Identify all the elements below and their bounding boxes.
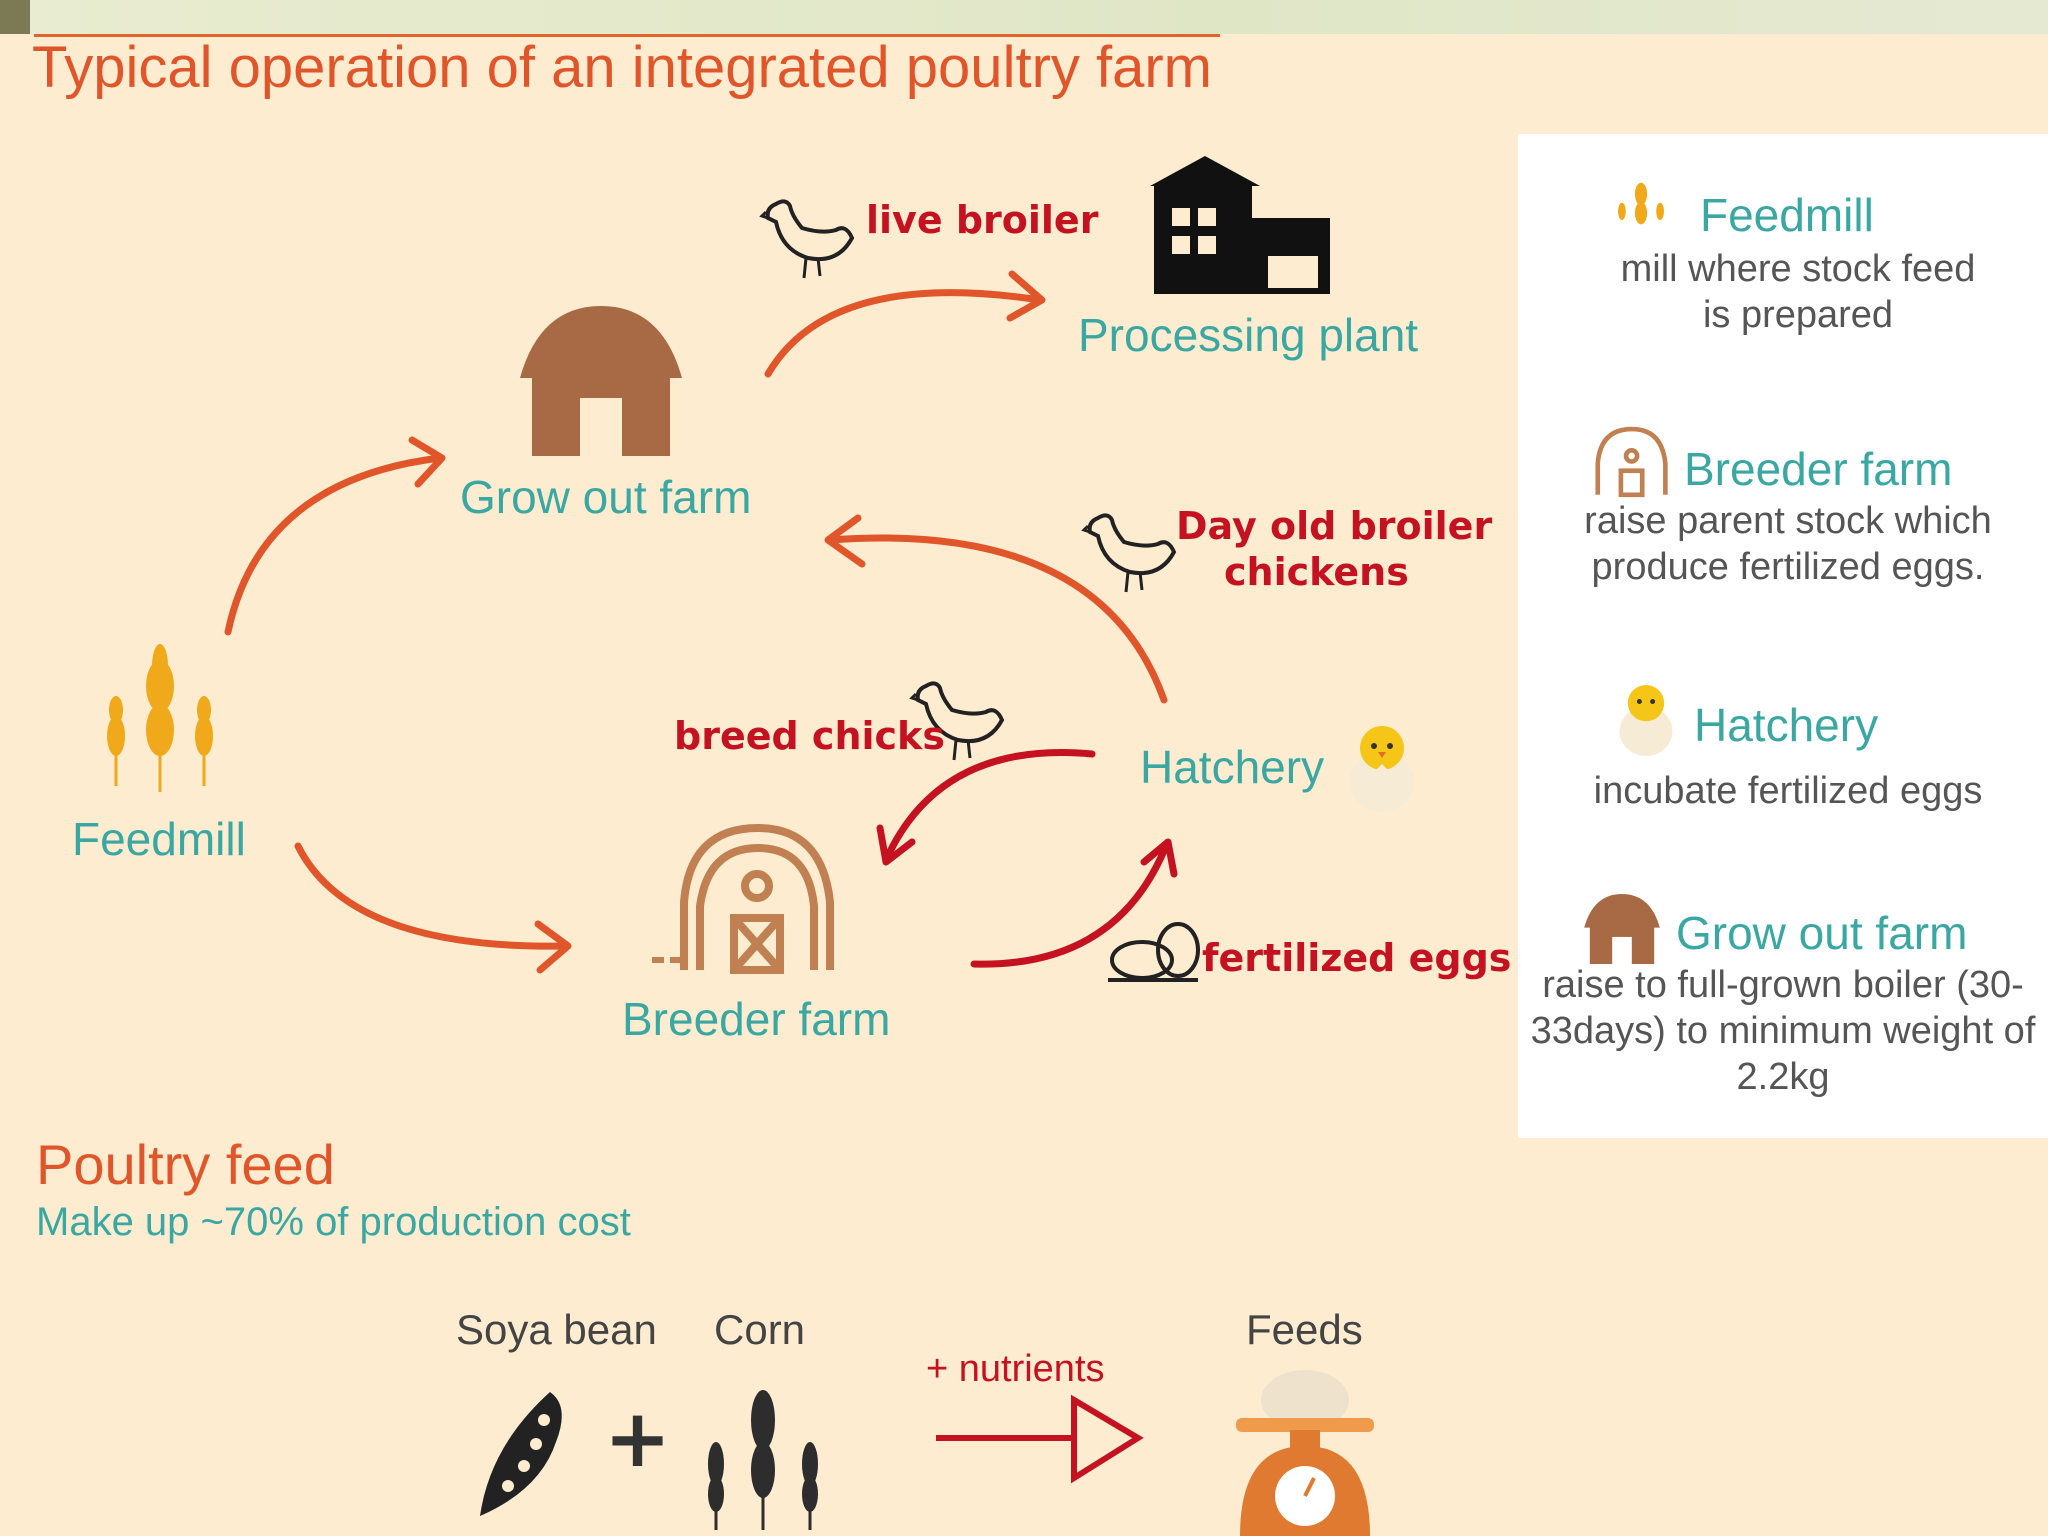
- breeder-farm-label: Breeder farm: [622, 993, 891, 1045]
- poultry-feed-subtitle: Make up ~70% of production cost: [36, 1200, 631, 1244]
- legend-feedmill-title: Feedmill: [1700, 189, 1874, 241]
- grow-out-farm-label: Grow out farm: [460, 471, 752, 523]
- barn-icon: [520, 306, 682, 456]
- top-bar: [0, 0, 2048, 34]
- legend-hatchery-desc: incubate fertilized eggs: [1593, 770, 1983, 812]
- legend-barn-icon: [1584, 894, 1660, 964]
- page-title: Typical operation of an integrated poult…: [32, 35, 1212, 100]
- soya-label: Soya bean: [456, 1306, 657, 1353]
- arrow-feedmill-to-growout: [224, 454, 444, 636]
- legend-breeder-desc: raise parent stock which produce fertili…: [1584, 500, 1992, 588]
- hen-icon-live-broiler: [759, 199, 855, 279]
- hen-icon-day-old: [1081, 513, 1177, 593]
- title-rule: [34, 34, 1220, 37]
- day-old-label-line1: Day old broiler: [1176, 504, 1493, 548]
- nutrients-label: + nutrients: [926, 1348, 1105, 1390]
- scale-icon: [1236, 1370, 1374, 1536]
- legend-barn-outline-icon: [1595, 426, 1668, 498]
- legend-hatchery-title: Hatchery: [1694, 699, 1879, 751]
- eggs-icon: [1108, 922, 1200, 982]
- wheat-icon: [107, 644, 213, 792]
- arrow-feedmill-to-breeder: [294, 842, 570, 950]
- arrow-right-icon: [936, 1394, 1144, 1484]
- legend-feedmill-desc: mill where stock feed is prepared: [1620, 248, 1976, 336]
- corn-icon: [708, 1390, 818, 1530]
- legend-chick-icon: [1619, 684, 1673, 756]
- feeds-label: Feeds: [1246, 1306, 1363, 1353]
- factory-icon: [1150, 156, 1330, 294]
- hatchery-label: Hatchery: [1140, 741, 1325, 793]
- arrow-growout-to-processing: [764, 289, 1044, 378]
- corn-label: Corn: [714, 1306, 806, 1353]
- legend-panel: Feedmill mill where stock feed is prepar…: [1518, 134, 2048, 1138]
- legend-growout-desc: raise to full-grown boiler (30-33days) t…: [1530, 964, 2036, 1098]
- legend-breeder-title: Breeder farm: [1684, 443, 1953, 495]
- top-bar-corner: [0, 0, 30, 34]
- barn-outline-icon: [652, 823, 834, 974]
- breed-chicks-label: breed chicks: [674, 714, 945, 758]
- fertilized-eggs-label: fertilized eggs: [1202, 936, 1512, 980]
- chick-icon: [1350, 726, 1414, 812]
- hen-icon-breed-chicks: [909, 681, 1005, 761]
- feedmill-label: Feedmill: [72, 813, 246, 865]
- legend-wheat-icon: [1618, 182, 1664, 225]
- poultry-feed-title: Poultry feed: [36, 1133, 335, 1196]
- arrow-hatchery-to-growout: [826, 534, 1168, 704]
- legend-growout-title: Grow out farm: [1676, 907, 1968, 959]
- plus-sign: +: [604, 1392, 672, 1485]
- arrow-hatchery-to-breeder: [882, 749, 1096, 864]
- processing-plant-label: Processing plant: [1078, 309, 1419, 361]
- day-old-label-line2: chickens: [1224, 550, 1409, 594]
- live-broiler-label: live broiler: [866, 198, 1099, 242]
- arrow-breeder-to-hatchery: [970, 842, 1170, 968]
- soya-bean-icon: [480, 1392, 562, 1516]
